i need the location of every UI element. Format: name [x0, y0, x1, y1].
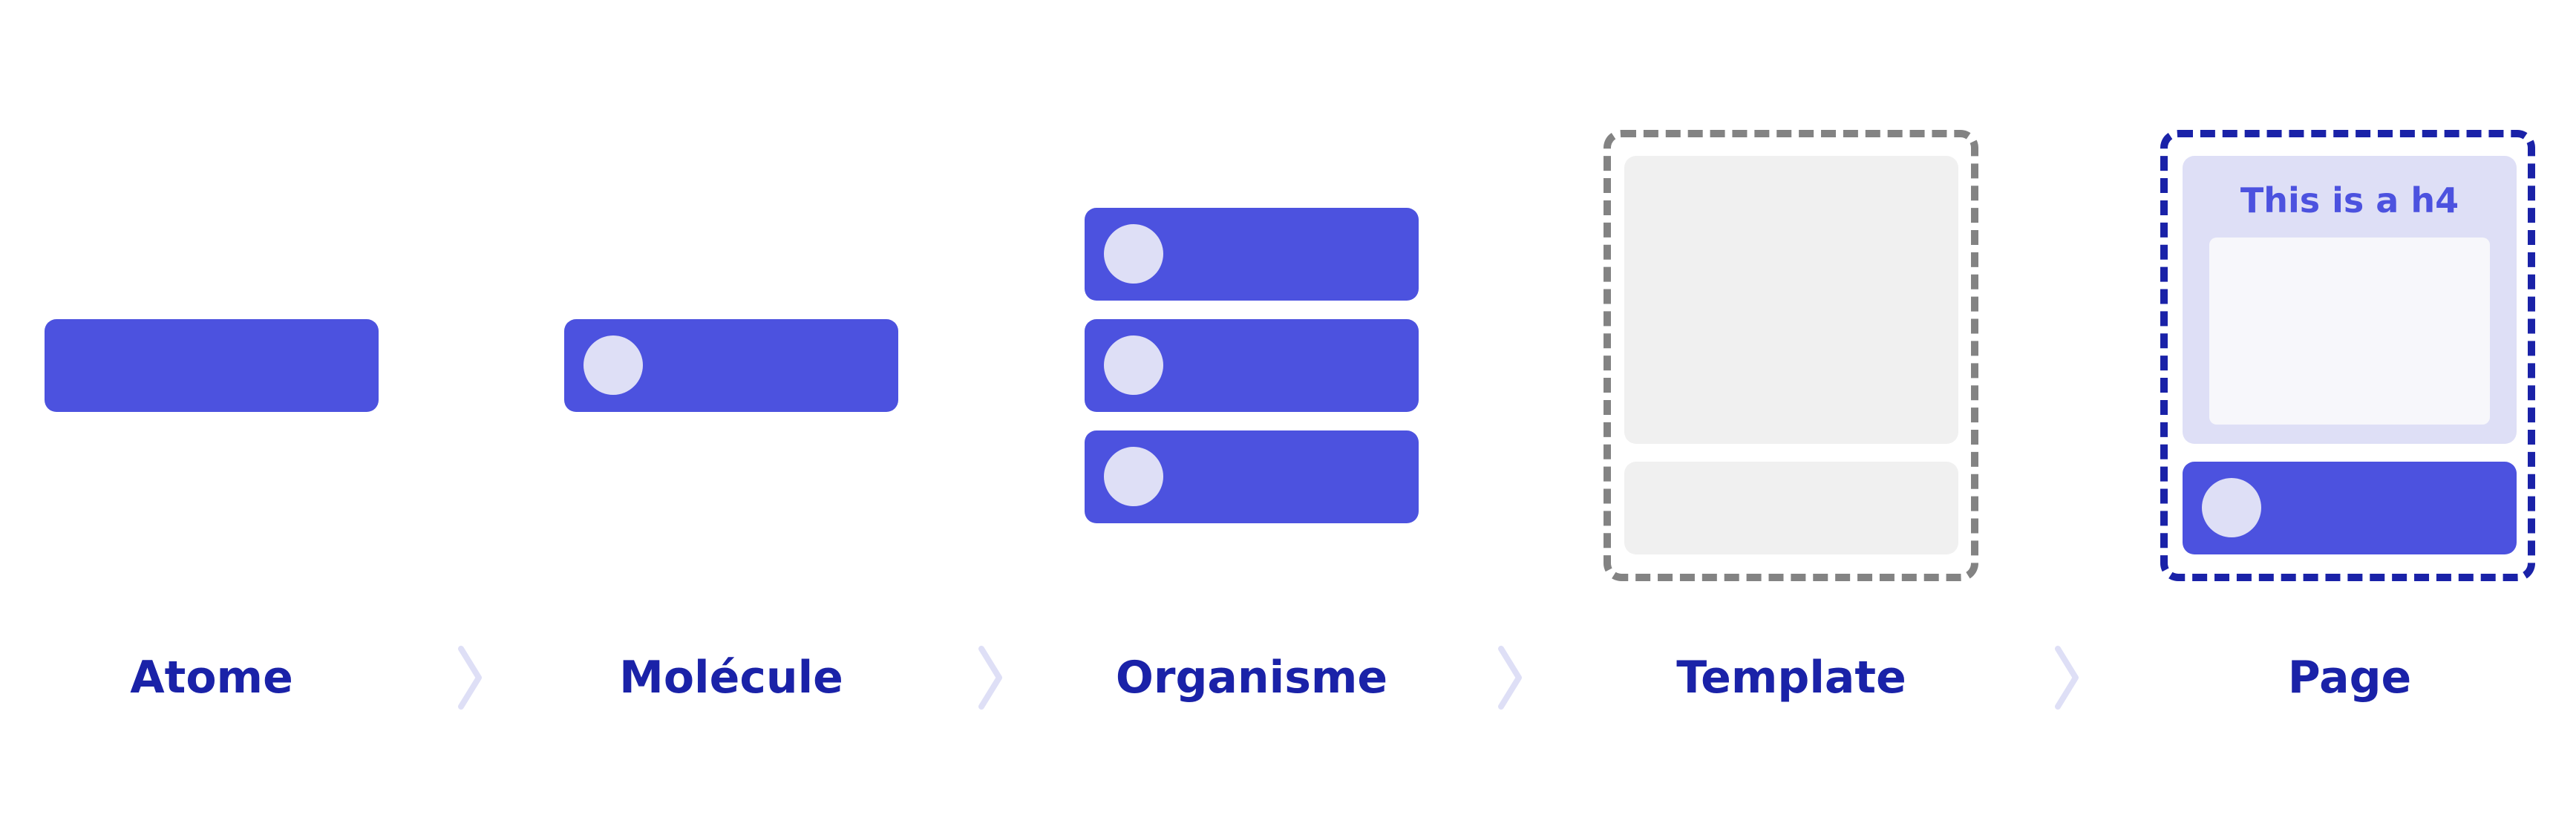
chevron-right-icon	[1498, 646, 1522, 710]
page-heading: This is a h4	[2240, 180, 2459, 220]
organism-dot	[1104, 447, 1163, 506]
chevron-right-icon	[458, 646, 482, 710]
organism-stack	[1085, 208, 1419, 524]
stage-label-page: Page	[2287, 652, 2412, 704]
molecule-dot	[583, 335, 643, 395]
page-frame	[2160, 130, 2535, 581]
template-footer-placeholder	[1624, 462, 1958, 554]
organism-dot	[1104, 335, 1163, 395]
page-content-placeholder	[2209, 238, 2490, 425]
organism-bar	[1085, 430, 1419, 523]
organism-bar	[1085, 319, 1419, 412]
atom-bar	[45, 319, 379, 412]
organism-dot	[1104, 224, 1163, 284]
chevron-right-icon	[978, 646, 1002, 710]
template-main-placeholder	[1624, 156, 1958, 444]
stage-label-organisme: Organisme	[1115, 652, 1388, 704]
chevron-right-icon	[2055, 646, 2079, 710]
page-content-card: This is a h4	[2183, 156, 2517, 444]
stage-label-molecule: Molécule	[619, 652, 843, 704]
page-bar	[2183, 462, 2517, 554]
stage-label-atome: Atome	[130, 652, 293, 704]
page-dot	[2202, 478, 2261, 537]
template-frame	[1604, 130, 1978, 581]
molecule-bar	[564, 319, 898, 412]
organism-bar	[1085, 208, 1419, 301]
stage-label-template: Template	[1676, 652, 1906, 704]
